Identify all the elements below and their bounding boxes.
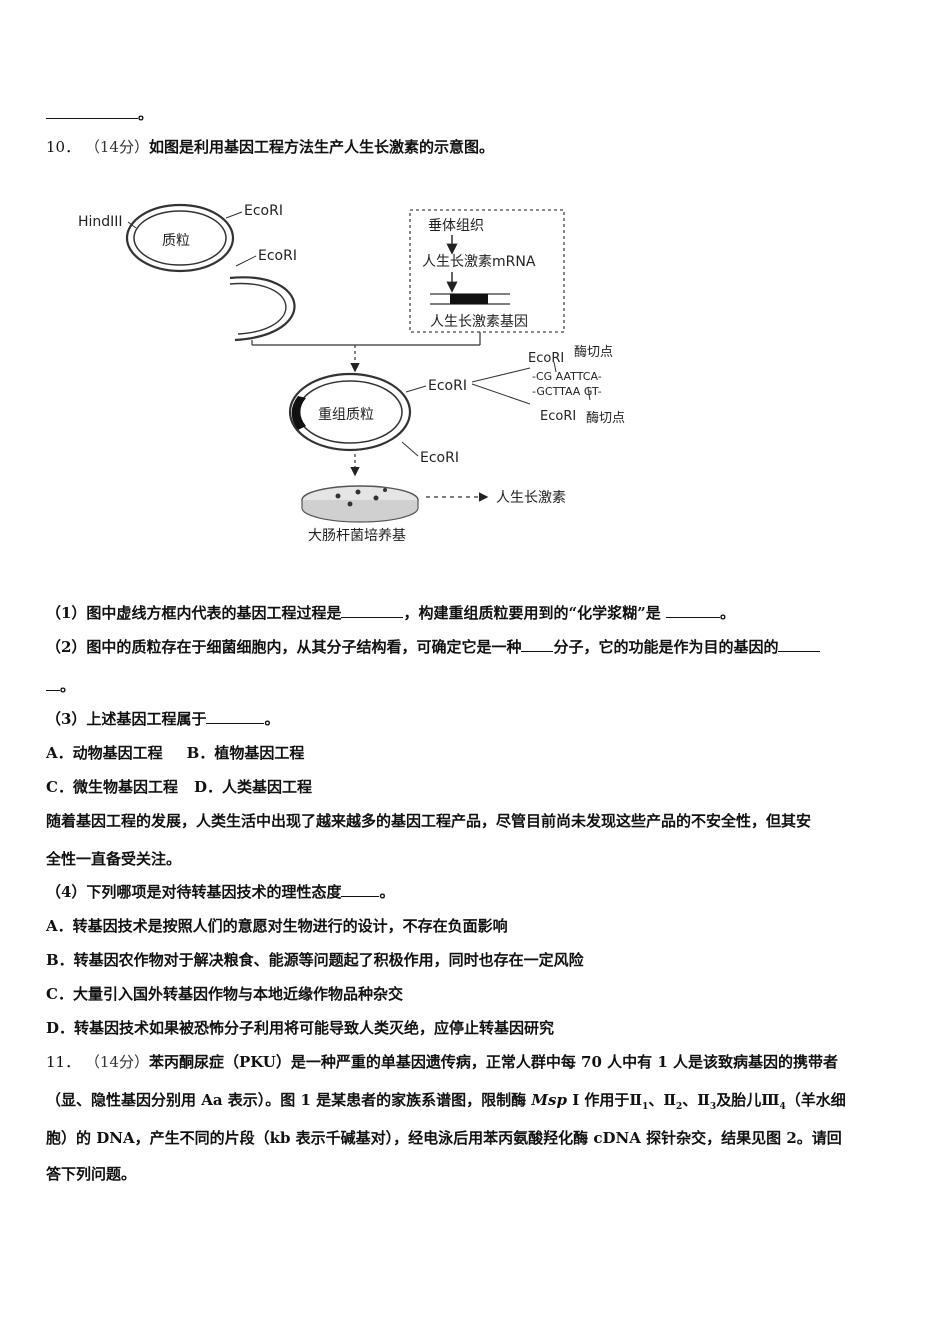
- msp-enzyme: Msp: [531, 1091, 567, 1109]
- subscript: 4: [779, 1102, 786, 1112]
- cut-site-label-2: 酶切点: [586, 410, 625, 426]
- q10-part4-option-b: B．转基因农作物对于解决粮食、能源等问题起了积极作用，同时也存在一定风险: [46, 950, 584, 970]
- q10-part3: （3）上述基因工程属于 。: [46, 709, 279, 729]
- q10-stem: 10． （14分）如图是利用基因工程方法生产人生长激素的示意图。: [46, 137, 494, 157]
- part3-end: 。: [264, 710, 280, 728]
- q11-text-2a: （显、隐性基因分别用 Aa 表示）。图 1 是某患者的家族系谱图，限制酶: [46, 1091, 532, 1109]
- ecori-label-5: EcoRI: [528, 351, 564, 366]
- sequence-bottom: -GCTTAA GT-: [532, 385, 602, 398]
- paragraph-text-1: 随着基因工程的发展，人类生活中出现了越来越多的基因工程产品，尽管目前尚未发现这些…: [46, 812, 812, 830]
- part1-text-c: 。: [719, 604, 735, 622]
- answer-blank: [206, 709, 265, 724]
- q11-text-4: 答下列问题。: [46, 1165, 137, 1183]
- option-b: B．转基因农作物对于解决粮食、能源等问题起了积极作用，同时也存在一定风险: [46, 951, 584, 969]
- q10-part2: （2）图中的质粒存在于细菌细胞内，从其分子结构看，可确定它是一种 分子，它的功能是…: [46, 637, 821, 657]
- medium-label: 大肠杆菌培养基: [308, 527, 406, 544]
- subscript: 2: [676, 1102, 683, 1112]
- pituitary-label: 垂体组织: [428, 218, 484, 234]
- ecori-label-1: EcoRI: [244, 203, 283, 219]
- q11-text-3: 胞）的 DNA，产生不同的片段（kb 表示千碱基对），经电泳后用苯丙氨酸羟化酶 …: [46, 1129, 842, 1147]
- part1-text-b: ，构建重组质粒要用到的“化学浆糊”是: [403, 604, 666, 622]
- cut-plasmid-arc: [229, 276, 296, 342]
- ecori-label-2: EcoRI: [258, 248, 297, 264]
- q10-part4-option-d: D．转基因技术如果被恐怖分子利用将可能导致人类灭绝，应停止转基因研究: [46, 1018, 554, 1038]
- end-mark: 。: [138, 105, 154, 123]
- answer-blank: [521, 637, 554, 652]
- q10-paragraph-line2: 全性一直备受关注。: [46, 849, 181, 869]
- option-c: C．微生物基因工程: [46, 778, 178, 796]
- part2-text-a: （2）图中的质粒存在于细菌细胞内，从其分子结构看，可确定它是一种: [46, 638, 522, 656]
- q10-part2-cont: 。: [46, 676, 75, 696]
- part4-text: （4）下列哪项是对待转基因技术的理性态度: [46, 883, 342, 901]
- option-b: B．植物基因工程: [186, 744, 305, 762]
- q11-text-2f: （羊水细: [785, 1091, 846, 1109]
- hormone-label: 人生长激素: [496, 489, 566, 506]
- part3-text: （3）上述基因工程属于: [46, 710, 207, 728]
- q10-part4: （4）下列哪项是对待转基因技术的理性态度 。: [46, 882, 394, 902]
- option-c: C．大量引入国外转基因作物与本地近缘作物品种杂交: [46, 985, 403, 1003]
- q11-text-2d: 、Ⅱ: [682, 1091, 710, 1109]
- option-d: D．人类基因工程: [193, 778, 312, 796]
- q10-part4-option-c: C．大量引入国外转基因作物与本地近缘作物品种杂交: [46, 984, 403, 1004]
- recombinant-label: 重组质粒: [318, 407, 374, 423]
- q11-text-2b: I 作用于Ⅱ: [566, 1091, 643, 1109]
- ecori-label-4: EcoRI: [420, 450, 459, 466]
- option-a: A．动物基因工程: [46, 744, 163, 762]
- question-score: （14分）: [84, 1053, 149, 1071]
- hindiii-label: HindIII: [78, 214, 123, 230]
- question-score: （14分）: [84, 138, 149, 156]
- paragraph-text-2: 全性一直备受关注。: [46, 850, 182, 868]
- answer-blank: [341, 882, 380, 897]
- subscript: 3: [709, 1102, 717, 1112]
- subscript: 1: [642, 1102, 649, 1112]
- answer-blank: [778, 637, 821, 652]
- q10-part3-options-cd: C．微生物基因工程 D．人类基因工程: [46, 777, 312, 797]
- q11-line3: 胞）的 DNA，产生不同的片段（kb 表示千碱基对），经电泳后用苯丙氨酸羟化酶 …: [46, 1128, 842, 1148]
- ecori-label-3: EcoRI: [428, 378, 467, 394]
- question-number: 10．: [46, 138, 81, 156]
- sequence-top: -CG AATTCA-: [532, 370, 602, 383]
- plasmid-label: 质粒: [162, 233, 190, 249]
- question-number: 11．: [46, 1053, 81, 1071]
- q11-line4: 答下列问题。: [46, 1164, 136, 1184]
- q10-part3-options-ab: A．动物基因工程 B．植物基因工程: [46, 743, 304, 763]
- recombinant-plasmid: 重组质粒: [288, 372, 412, 452]
- cut-site-label-1: 酶切点: [574, 344, 613, 360]
- gene-engineering-diagram: 质粒 HindIII EcoRI EcoRI 垂体组织 人生长激素mRNA 人生…: [78, 203, 625, 544]
- culture-dish: [301, 485, 419, 523]
- mrna-label: 人生长激素mRNA: [422, 253, 536, 270]
- q10-part1: （1）图中虚线方框内代表的基因工程过程是 ，构建重组质粒要用到的“化学浆糊”是 。: [46, 603, 735, 623]
- q10-paragraph-line1: 随着基因工程的发展，人类生活中出现了越来越多的基因工程产品，尽管目前尚未发现这些…: [46, 811, 811, 831]
- answer-blank: [46, 676, 60, 691]
- q11-text-2e: 及胎儿Ⅲ: [716, 1091, 780, 1109]
- part4-end: 。: [379, 883, 395, 901]
- plasmid: 质粒: [125, 203, 235, 273]
- part2-text-c: 。: [60, 677, 76, 695]
- question-text-1: 苯丙酮尿症（PKU）是一种严重的单基因遗传病，正常人群中每 70 人中有 1 人…: [148, 1053, 839, 1071]
- answer-blank: [341, 603, 404, 618]
- part1-text-a: （1）图中虚线方框内代表的基因工程过程是: [46, 604, 342, 622]
- prev-answer-line: 。: [46, 104, 153, 124]
- part2-text-b: 分子，它的功能是作为目的基因的: [553, 638, 779, 656]
- question-text: 如图是利用基因工程方法生产人生长激素的示意图。: [148, 138, 494, 156]
- ecori-label-6: EcoRI: [540, 409, 576, 424]
- option-a: A．转基因技术是按照人们的意愿对生物进行的设计，不存在负面影响: [46, 917, 508, 935]
- dashed-box: 垂体组织 人生长激素mRNA 人生长激素基因: [409, 209, 565, 333]
- q11-line2: （显、隐性基因分别用 Aa 表示）。图 1 是某患者的家族系谱图，限制酶 Msp…: [46, 1090, 846, 1117]
- q11-line1: 11． （14分）苯丙酮尿症（PKU）是一种严重的单基因遗传病，正常人群中每 7…: [46, 1052, 838, 1072]
- answer-blank: [665, 603, 720, 618]
- gene-label: 人生长激素基因: [430, 313, 528, 330]
- q10-part4-option-a: A．转基因技术是按照人们的意愿对生物进行的设计，不存在负面影响: [46, 916, 508, 936]
- q11-text-2c: 、Ⅱ: [648, 1091, 676, 1109]
- option-d: D．转基因技术如果被恐怖分子利用将可能导致人类灭绝，应停止转基因研究: [46, 1019, 555, 1037]
- answer-blank: [46, 104, 138, 119]
